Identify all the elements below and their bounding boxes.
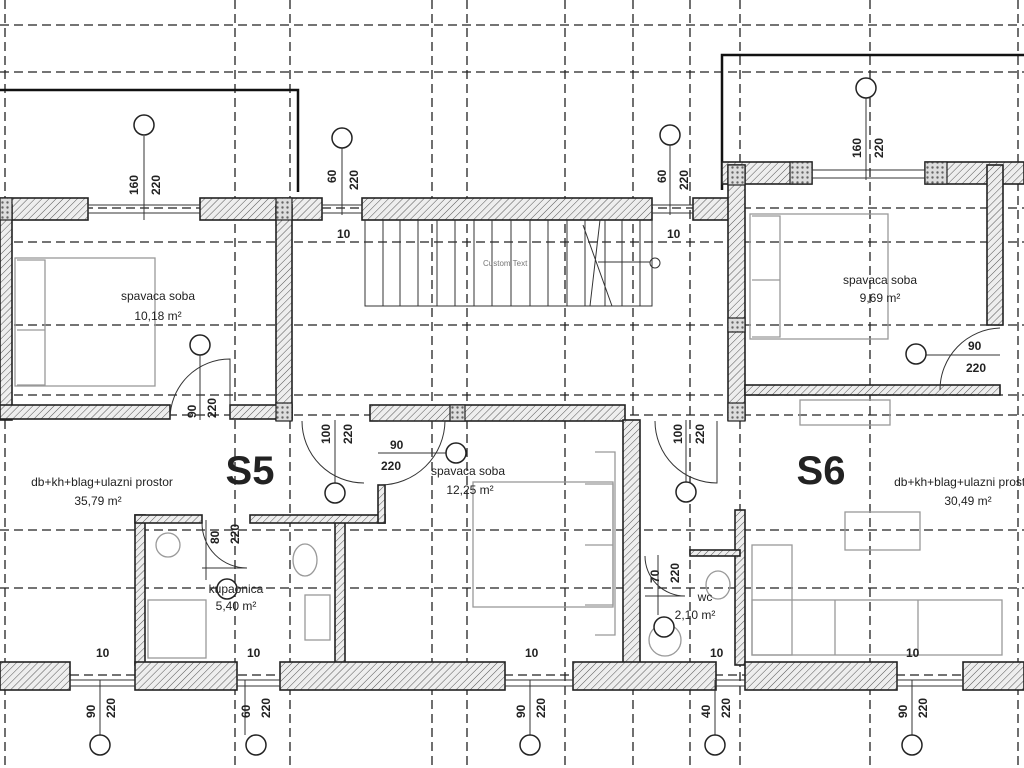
sill-height: 10 <box>96 646 110 660</box>
washing-machine <box>155 532 181 558</box>
room-labels: spavaca soba 10,18 m² spavaca soba 9,69 … <box>31 273 1024 622</box>
opening-dimensions: 160 220 60 220 60 220 160 220 90 220 100… <box>84 138 986 718</box>
opening-height: 220 <box>966 361 986 375</box>
opening-width: 40 <box>699 704 713 718</box>
opening-height: 220 <box>347 170 361 190</box>
walls <box>0 161 1024 691</box>
opening-height: 220 <box>693 424 707 444</box>
axis-marker <box>855 77 877 99</box>
room-area: 30,49 m² <box>944 494 991 508</box>
room-name: db+kh+blag+ulazni prostor <box>894 475 1024 489</box>
axis-marker <box>901 734 923 756</box>
sill-height: 10 <box>906 646 920 660</box>
sill-height: 10 <box>337 227 351 241</box>
opening-width: 70 <box>648 569 662 583</box>
opening-height: 220 <box>719 698 733 718</box>
doors <box>169 327 1001 597</box>
opening-height: 220 <box>677 170 691 190</box>
stair-label: Custom Text <box>483 259 528 268</box>
bed <box>14 257 156 387</box>
terrace-outline <box>0 53 1024 192</box>
table <box>844 511 921 551</box>
opening-height: 220 <box>205 398 219 418</box>
unit-label-s5: S5 <box>226 449 275 493</box>
unit-label-s6: S6 <box>797 449 846 493</box>
axis-markers <box>89 77 1000 756</box>
axis-marker <box>519 734 541 756</box>
room-area: 9,69 m² <box>860 291 901 305</box>
opening-width: 60 <box>239 704 253 718</box>
door-wc[interactable] <box>644 555 686 597</box>
axis-marker <box>324 482 346 504</box>
axis-marker <box>704 734 726 756</box>
bed <box>749 213 889 340</box>
door-bedroom-3[interactable] <box>378 420 446 486</box>
toilet <box>705 570 731 600</box>
opening-width: 160 <box>850 138 864 158</box>
room-area: 2,10 m² <box>675 608 716 622</box>
opening-width: 60 <box>655 169 669 183</box>
opening-height: 220 <box>668 563 682 583</box>
opening-width: 90 <box>185 404 199 418</box>
shower <box>147 599 207 659</box>
opening-width: 90 <box>968 339 982 353</box>
room-name: spavaca soba <box>121 289 195 303</box>
opening-height: 220 <box>872 138 886 158</box>
opening-height: 220 <box>534 698 548 718</box>
staircase: Custom Text <box>364 219 661 307</box>
axis-marker <box>216 578 238 600</box>
opening-width: 100 <box>671 424 685 444</box>
sill-height: 10 <box>247 646 261 660</box>
opening-width: 100 <box>319 424 333 444</box>
toilet <box>292 543 318 577</box>
room-name: db+kh+blag+ulazni prostor <box>31 475 173 489</box>
opening-width: 160 <box>127 175 141 195</box>
opening-width: 90 <box>896 704 910 718</box>
room-name: spavaca soba <box>431 464 505 478</box>
opening-width: 80 <box>208 530 222 544</box>
windows <box>69 169 964 687</box>
sill-labels: 10 10 10 10 10 10 10 <box>96 227 920 660</box>
axis-marker <box>905 343 927 365</box>
room-name: kupaonica <box>209 582 264 596</box>
axis-marker <box>331 127 353 149</box>
opening-height: 220 <box>228 524 242 544</box>
axis-marker <box>245 734 267 756</box>
door-bedroom-2[interactable] <box>939 327 1001 391</box>
opening-height: 220 <box>381 459 401 473</box>
room-area: 5,40 m² <box>216 599 257 613</box>
sill-height: 10 <box>667 227 681 241</box>
opening-height: 220 <box>916 698 930 718</box>
opening-width: 60 <box>325 169 339 183</box>
sink <box>304 594 331 641</box>
sill-height: 10 <box>710 646 724 660</box>
room-name: wc <box>697 590 713 604</box>
opening-width: 90 <box>514 704 528 718</box>
room-area: 12,25 m² <box>446 483 493 497</box>
axis-marker <box>653 616 675 638</box>
door-entry-right[interactable] <box>654 420 718 484</box>
axis-marker <box>659 124 681 146</box>
door-bedroom-1[interactable] <box>169 358 231 420</box>
opening-height: 220 <box>341 424 355 444</box>
door-bathroom[interactable] <box>201 522 248 569</box>
axis-marker <box>89 734 111 756</box>
opening-height: 220 <box>104 698 118 718</box>
axis-marker <box>675 481 697 503</box>
kitchen-counter <box>751 599 1003 656</box>
room-name: spavaca soba <box>843 273 917 287</box>
opening-width: 90 <box>84 704 98 718</box>
room-area: 35,79 m² <box>74 494 121 508</box>
axis-marker <box>133 114 155 136</box>
room-area: 10,18 m² <box>134 309 181 323</box>
door-entry-left[interactable] <box>301 420 365 484</box>
sill-height: 10 <box>525 646 539 660</box>
opening-width: 90 <box>390 438 404 452</box>
opening-height: 220 <box>149 175 163 195</box>
axis-marker <box>189 334 211 356</box>
opening-height: 220 <box>259 698 273 718</box>
axis-marker <box>445 442 467 464</box>
